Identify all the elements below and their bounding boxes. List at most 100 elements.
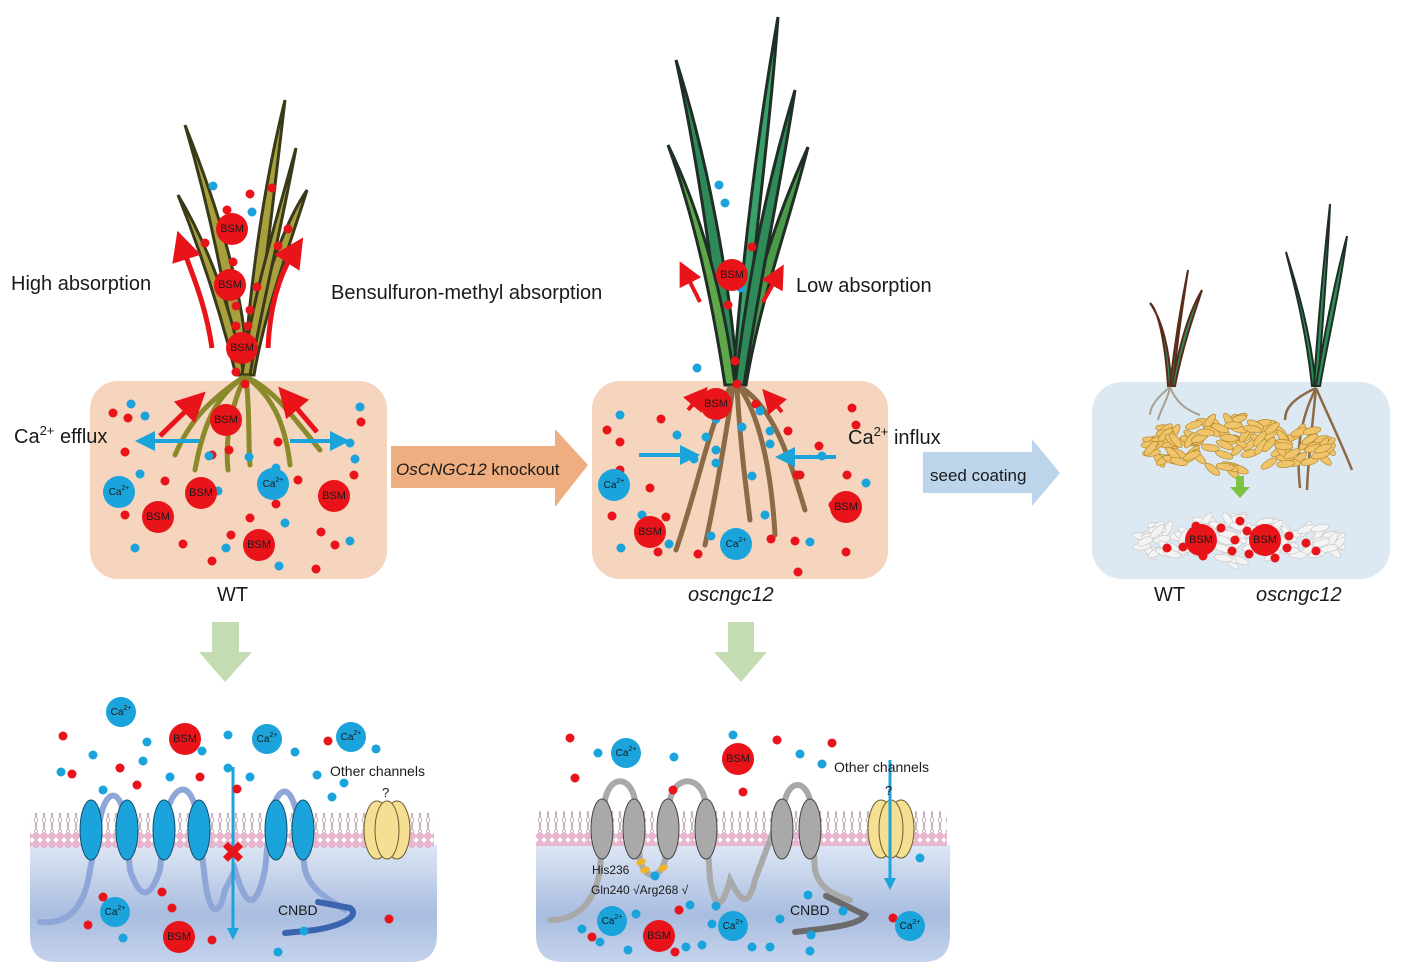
- low-absorption-label: Low absorption: [796, 275, 932, 297]
- cngc12-transmembrane-segment: [622, 798, 646, 860]
- bsm-dot: [160, 476, 170, 486]
- mutant-absorption-arrows: [679, 261, 787, 415]
- seed: [1204, 462, 1221, 476]
- bsm-dot: [222, 205, 232, 215]
- bsm-dot: [323, 736, 333, 746]
- seed: [1201, 443, 1220, 452]
- bsm-dot: [245, 189, 255, 199]
- mutant-membrane-dots: [565, 730, 925, 957]
- seed: [1243, 424, 1262, 434]
- bsm-dot: [178, 539, 188, 549]
- wt-molecule-dots: [108, 181, 366, 574]
- svg-text:Ca2+: Ca2+: [109, 485, 130, 498]
- bsm-dot: [570, 773, 580, 783]
- svg-text:Ca2+: Ca2+: [602, 914, 623, 927]
- seed: [1223, 421, 1243, 430]
- bsm-molecule: BSM: [1249, 524, 1281, 556]
- calcium-dot: [355, 402, 365, 412]
- calcium-dot: [805, 946, 815, 956]
- wt-membrane-dots: [56, 730, 394, 957]
- svg-text:BSM: BSM: [146, 511, 170, 523]
- calcium-dot: [795, 749, 805, 759]
- bsm-molecule: BSM: [163, 921, 195, 953]
- bsm-dot: [766, 534, 776, 544]
- binding-residues: [636, 858, 668, 874]
- calcium-dot: [244, 452, 254, 462]
- cngc12-transmembrane-segment: [79, 799, 103, 861]
- bsm-molecule: BSM: [214, 269, 246, 301]
- bsm-dot: [316, 527, 326, 537]
- bsm-dot: [245, 305, 255, 315]
- bsm-dot: [200, 238, 210, 248]
- calcium-dot: [692, 363, 702, 373]
- bsm-dot: [98, 892, 108, 902]
- other-channels-label: Other channels: [330, 763, 425, 779]
- calcium-dot: [728, 730, 738, 740]
- bsm-dot: [195, 772, 205, 782]
- calcium-dot: [616, 543, 626, 553]
- bsm-dot: [167, 903, 177, 913]
- bsm-dot: [245, 513, 255, 523]
- calcium-dot: [685, 900, 695, 910]
- calcium-ion: Ca2+: [336, 722, 366, 752]
- calcium-dot: [747, 942, 757, 952]
- calcium-dot: [765, 426, 775, 436]
- residue-label-gln-arg: Gln240 √Arg268 √: [591, 883, 689, 897]
- svg-text:Ca2+: Ca2+: [111, 705, 132, 718]
- bsm-dot: [1284, 531, 1294, 541]
- knockout-arrow: OsCNGC12 knockout: [391, 429, 588, 507]
- bsm-dot: [231, 321, 241, 331]
- calcium-dot: [711, 901, 721, 911]
- calcium-dot: [350, 454, 360, 464]
- svg-text:?: ?: [382, 785, 389, 800]
- calcium-ion: Ca2+: [252, 724, 282, 754]
- bsm-molecule: BSM: [1185, 524, 1217, 556]
- bsm-dot: [772, 735, 782, 745]
- cnbd-domain: [282, 899, 356, 936]
- wt-genotype-label: WT: [217, 584, 248, 606]
- bsm-molecule: BSM: [634, 516, 666, 548]
- calcium-dot: [88, 750, 98, 760]
- mutant-genotype-label: oscngc12: [688, 584, 774, 606]
- seed: [1215, 450, 1234, 460]
- bsm-dot: [58, 731, 68, 741]
- seed: [1211, 423, 1229, 433]
- bsm-dot: [1311, 546, 1321, 556]
- calcium-dot: [701, 432, 711, 442]
- calcium-dot: [714, 180, 724, 190]
- seed: [1274, 442, 1294, 451]
- calcium-dot: [711, 458, 721, 468]
- svg-text:Ca2+: Ca2+: [726, 537, 747, 550]
- blocked-x-icon: ✖: [221, 837, 244, 868]
- svg-text:BSM: BSM: [647, 930, 671, 942]
- bsm-dot: [293, 475, 303, 485]
- bsm-molecule: BSM: [142, 501, 174, 533]
- bsm-dot: [732, 379, 742, 389]
- cngc12-transmembrane-segment: [590, 798, 614, 860]
- calcium-dot: [915, 853, 925, 863]
- cnbd-label: CNBD: [790, 902, 830, 918]
- seed: [1300, 457, 1319, 466]
- svg-text:BSM: BSM: [1253, 534, 1277, 546]
- seed: [1143, 441, 1158, 457]
- calcium-ion: Ca2+: [597, 906, 627, 936]
- bsm-dot: [747, 242, 757, 252]
- svg-text:Ca2+: Ca2+: [105, 905, 126, 918]
- wt-leaves: [176, 99, 309, 377]
- bsm-dot: [841, 547, 851, 557]
- calcium-ion: Ca2+: [100, 897, 130, 927]
- bsm-dot: [157, 887, 167, 897]
- calcium-dot: [737, 422, 747, 432]
- calcium-dot: [711, 445, 721, 455]
- bsm-dot: [1216, 523, 1226, 533]
- bsm-dot: [814, 441, 824, 451]
- bsm-molecule: BSM: [722, 743, 754, 775]
- svg-text:BSM: BSM: [214, 414, 238, 426]
- bsm-dot: [847, 403, 857, 413]
- bsm-dot: [674, 905, 684, 915]
- svg-text:Ca2+: Ca2+: [604, 478, 625, 491]
- bsm-dot: [723, 300, 733, 310]
- bsm-dot: [656, 414, 666, 424]
- bsm-dot: [1227, 546, 1237, 556]
- calcium-dot: [806, 930, 816, 940]
